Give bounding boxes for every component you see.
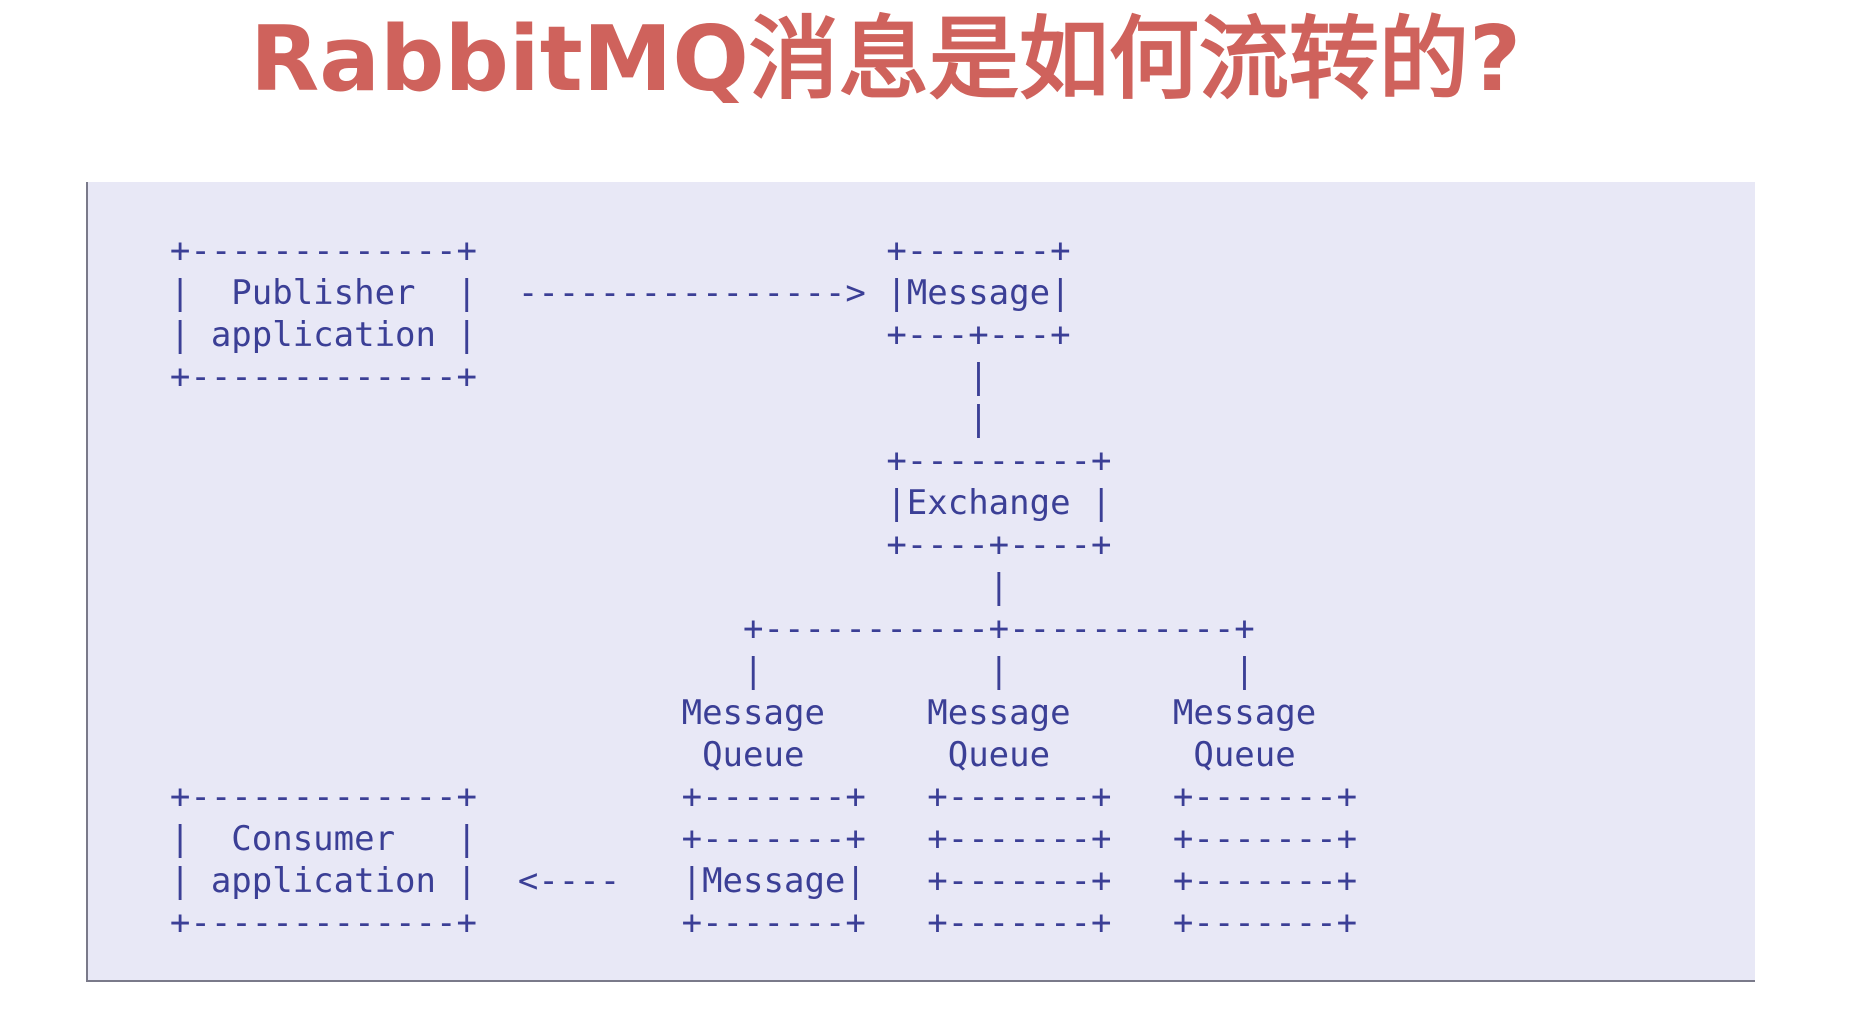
diagram-line: |Exchange |: [88, 483, 1112, 523]
ascii-flow-diagram: +-------------+ +-------+ | Publisher | …: [88, 188, 1757, 988]
diagram-line: Message Message Message: [88, 693, 1317, 733]
diagram-line: | | |: [88, 651, 1255, 691]
diagram-line: | Consumer | +-------+ +-------+ +------…: [88, 819, 1358, 859]
diagram-line: +----+----+: [88, 525, 1112, 565]
diagram-line: | application | +---+---+: [88, 315, 1071, 355]
diagram-line: +-----------+-----------+: [88, 609, 1255, 649]
diagram-line: +---------+: [88, 441, 1112, 481]
diagram-line: Queue Queue Queue: [88, 735, 1296, 775]
diagram-line: +-------------+ +-------+ +-------+ +---…: [88, 903, 1358, 943]
diagram-line: +-------------+ +-------+: [88, 231, 1071, 271]
diagram-line: |: [88, 567, 1010, 607]
page-title: RabbitMQ消息是如何流转的?: [250, 7, 1522, 112]
diagram-line: +-------------+ |: [88, 357, 989, 397]
diagram-line: |: [88, 399, 989, 439]
diagram-line: +-------------+ +-------+ +-------+ +---…: [88, 777, 1358, 817]
diagram-line: | application | <---- |Message| +-------…: [88, 861, 1358, 901]
diagram-line: | Publisher | ----------------> |Message…: [88, 273, 1071, 313]
diagram-panel: +-------------+ +-------+ | Publisher | …: [86, 182, 1755, 982]
